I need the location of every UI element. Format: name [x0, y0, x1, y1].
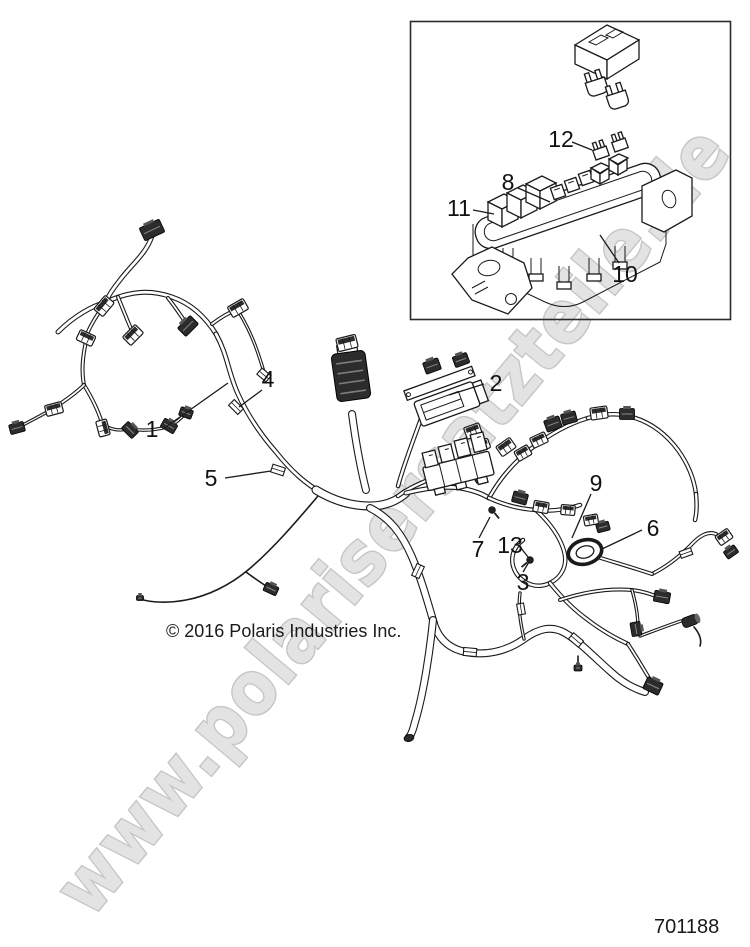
- harness-connector: [560, 409, 578, 426]
- fuse-box-art: [451, 131, 693, 315]
- callout-4-label: 4: [262, 366, 275, 392]
- harness-connector: [543, 414, 563, 433]
- harness-connector: [452, 351, 470, 368]
- callout-3-leader: [522, 561, 530, 573]
- callout-2-label: 2: [490, 370, 503, 396]
- harness-connector: [619, 406, 635, 420]
- harness-connector: [160, 417, 178, 434]
- harness-connector: [93, 295, 115, 317]
- harness-connector: [723, 544, 739, 560]
- harness-connector: [8, 419, 26, 435]
- callout-8-leader: [517, 187, 551, 203]
- regulator-module-art: [403, 365, 490, 427]
- copyright-text: © 2016 Polaris Industries Inc.: [166, 621, 401, 641]
- harness-clamp: [462, 646, 478, 658]
- harness-connector: [177, 315, 199, 337]
- harness-connector: [589, 405, 609, 421]
- harness-connectors-art: [8, 219, 739, 743]
- harness-connector: [139, 219, 165, 241]
- harness-connector: [44, 401, 64, 417]
- harness-connector: [714, 528, 734, 546]
- callout-11-leader: [472, 209, 495, 215]
- harness-connector: [422, 356, 442, 375]
- harness-clamp: [678, 546, 694, 560]
- mounting-screw: [488, 506, 500, 520]
- callout-11-label: 11: [447, 195, 471, 221]
- grommet-ring-art: [566, 537, 604, 567]
- inset-border: [409, 20, 732, 321]
- callout-10-leader: [599, 234, 620, 264]
- harness-connector: [335, 333, 359, 353]
- callout-12-leader: [571, 141, 593, 151]
- harness-connector: [511, 489, 529, 506]
- callout-9-label: 9: [590, 470, 603, 496]
- harness-connector: [595, 519, 611, 534]
- harness-connector: [121, 421, 139, 439]
- harness-connector: [560, 503, 576, 517]
- callout-13-leader: [520, 547, 529, 558]
- callout-7-leader: [478, 516, 491, 539]
- main-callout-leaders: [162, 382, 643, 573]
- harness-connector: [573, 662, 583, 672]
- harness-connector: [513, 444, 533, 462]
- callout-6-leader: [601, 529, 643, 550]
- callout-5-label: 5: [205, 465, 218, 491]
- harness-connector: [75, 329, 97, 347]
- callout-5-leader: [224, 470, 272, 479]
- harness-connector: [495, 437, 517, 457]
- harness-connector: [122, 324, 144, 346]
- harness-connector: [681, 613, 701, 628]
- harness-clamp: [256, 367, 272, 383]
- harness-connector: [529, 431, 549, 449]
- harness-clamp: [269, 463, 287, 477]
- harness-connector: [95, 418, 111, 438]
- harness-connector: [136, 593, 144, 601]
- callout-13-label: 13: [497, 532, 523, 558]
- callout-4-leader: [238, 389, 263, 408]
- callout-2-leader: [448, 383, 485, 396]
- harness-connector: [403, 733, 415, 743]
- mounting-screw: [520, 556, 534, 568]
- harness-clamp: [567, 631, 585, 649]
- callout-3-label: 3: [517, 569, 530, 595]
- harness-connector: [532, 499, 550, 515]
- callout-7-label: 7: [472, 536, 485, 562]
- callout-1-leader: [162, 382, 229, 430]
- part-number: 701188: [654, 916, 719, 938]
- harness-clamp: [227, 398, 245, 416]
- fuse-block-art: [421, 431, 495, 496]
- inset-callout-leaders: [472, 141, 620, 264]
- callout-6-label: 6: [647, 515, 660, 541]
- harness-connector: [262, 581, 280, 596]
- harness-clamp: [410, 562, 426, 580]
- inset-panel: 12 8 11 10: [409, 20, 732, 321]
- harness-connector: [582, 513, 600, 527]
- harness-connector: [227, 298, 249, 318]
- callout-1-label: 1: [146, 416, 159, 442]
- harness-connector: [642, 676, 664, 696]
- callout-12-label: 12: [548, 126, 574, 152]
- harness-clamp: [515, 602, 527, 616]
- harness-connector: [629, 621, 644, 637]
- harness-connector: [653, 588, 671, 604]
- callout-9-leader: [571, 493, 592, 539]
- callout-8-label: 8: [502, 169, 515, 195]
- mini-fuse-art: [604, 81, 630, 110]
- callout-10-label: 10: [612, 261, 638, 287]
